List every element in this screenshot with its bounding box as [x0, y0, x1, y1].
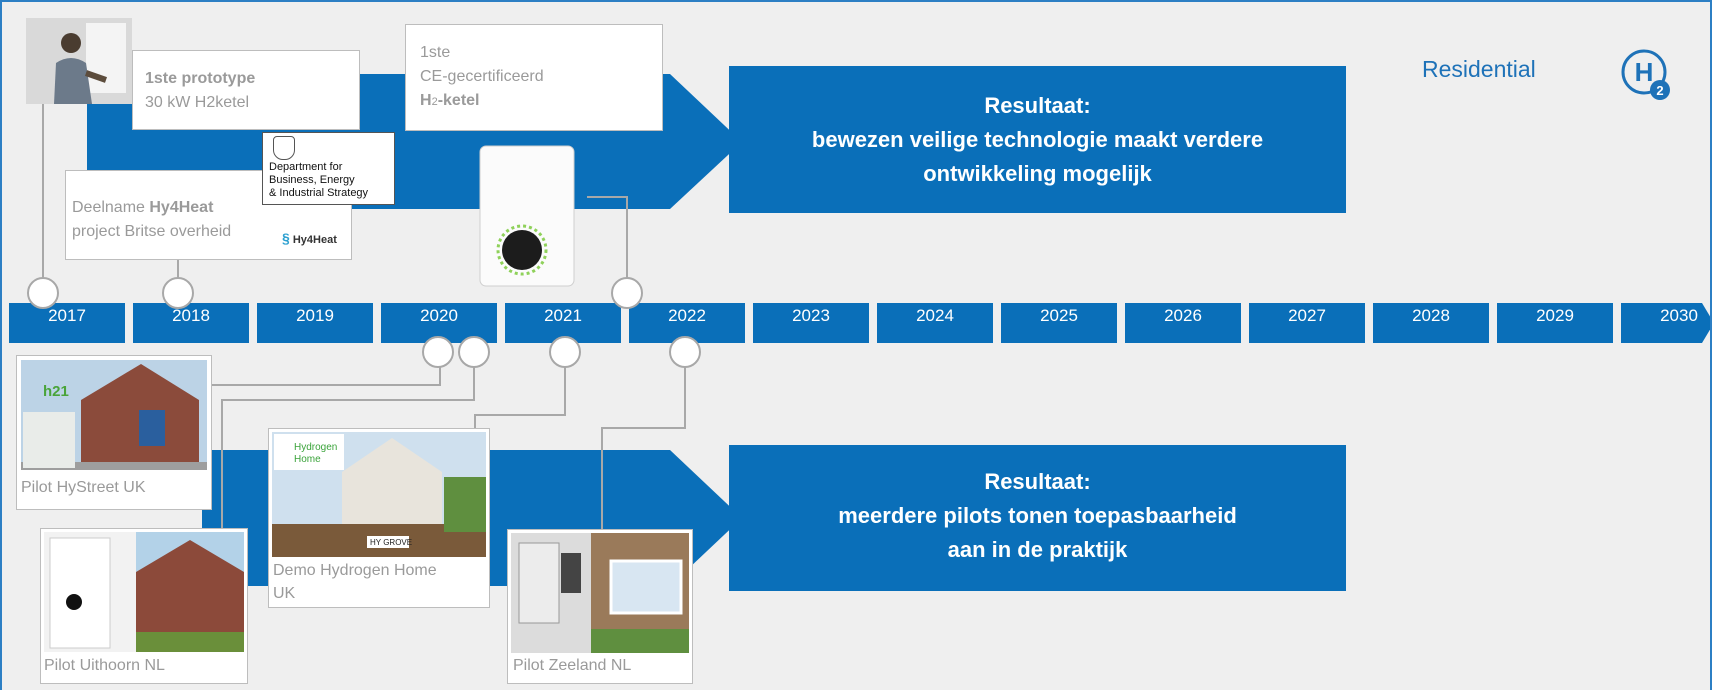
year-2025: 2025 — [1040, 306, 1078, 325]
hydrogen-home-logo-line1: Hydrogen — [294, 442, 337, 453]
hystreet-photo: h21 — [21, 360, 207, 470]
result-top-line3: ontwikkeling mogelijk — [923, 161, 1152, 186]
department-line3: & Industrial Strategy — [269, 187, 369, 199]
year-2021: 2021 — [544, 306, 582, 325]
hydrogen-home-caption-line1: Demo Hydrogen Home — [273, 562, 437, 579]
hydrogen-home-logo-line2: Home — [294, 454, 321, 465]
hy4heat-logo-icon: § — [282, 230, 290, 246]
year-2017: 2017 — [48, 306, 86, 325]
result-top-heading: Resultaat: — [984, 93, 1091, 118]
h2-boiler-image — [479, 145, 575, 287]
crest-icon — [273, 136, 295, 160]
zeeland-photo — [511, 533, 689, 653]
result-top-line2: bewezen veilige technologie maakt verder… — [811, 127, 1264, 152]
prototype-photo — [26, 18, 132, 104]
hydrogen-home-photo: Hydrogen Home HY GROVE — [272, 432, 486, 557]
svg-text:H: H — [1635, 57, 1654, 87]
h2-logo-icon: H 2 — [1621, 49, 1670, 100]
year-2023: 2023 — [792, 306, 830, 325]
result-bottom-line2: meerdere pilots tonen toepasbaarheid — [838, 503, 1237, 528]
hy4heat-line2: project Britse overheid — [72, 223, 232, 240]
year-2030: 2030 — [1660, 306, 1698, 325]
department-line1: Department for — [269, 161, 343, 173]
hy4heat-name: Hy4Heat — [149, 199, 214, 216]
prototype-card: 1ste prototype 30 kW H2ketel — [132, 50, 360, 130]
department-logo-card: Department for Business, Energy & Indust… — [262, 132, 395, 205]
hydrogen-home-caption-line2: UK — [273, 585, 296, 602]
svg-text:2: 2 — [1656, 83, 1663, 98]
prototype-title: 1ste prototype — [145, 70, 256, 87]
year-2020: 2020 — [420, 306, 458, 325]
result-top-box: Resultaat: bewezen veilige technologie m… — [729, 66, 1346, 213]
connector-lines — [42, 102, 686, 542]
hy4heat-logo: § Hy4Heat — [282, 230, 337, 246]
result-bottom-box: Resultaat: meerdere pilots tonen toepasb… — [729, 445, 1346, 591]
year-2019: 2019 — [296, 306, 334, 325]
year-2027: 2027 — [1288, 306, 1326, 325]
h21-logo-text: h21 — [43, 383, 69, 400]
year-2024: 2024 — [916, 306, 954, 325]
pilot-uithoorn-caption: Pilot Uithoorn NL — [44, 657, 165, 674]
pilot-hystreet-caption: Pilot HyStreet UK — [21, 479, 146, 496]
year-2022: 2022 — [668, 306, 706, 325]
department-line2: Business, Energy — [269, 174, 355, 186]
pilot-zeeland-card: Pilot Zeeland NL — [507, 529, 693, 684]
result-bottom-heading: Resultaat: — [984, 469, 1091, 494]
pilot-hystreet-card: h21 Pilot HyStreet UK — [16, 355, 212, 510]
prototype-subtitle: 30 kW H2ketel — [145, 94, 250, 111]
hy4heat-logo-text: Hy4Heat — [292, 234, 337, 246]
ce-certified-card: 1ste CE-gecertificeerd H2-ketel — [405, 24, 663, 131]
hy4heat-line1: Deelname Hy4Heat — [72, 199, 214, 216]
result-bottom-line3: aan in de praktijk — [947, 537, 1128, 562]
year-2026: 2026 — [1164, 306, 1202, 325]
year-2029: 2029 — [1536, 306, 1574, 325]
uithoorn-photo — [44, 532, 244, 652]
milestone-markers — [27, 277, 701, 368]
ce-line1: 1ste — [420, 44, 451, 61]
ce-line3: H2-ketel — [420, 92, 480, 109]
year-2028: 2028 — [1412, 306, 1450, 325]
segment-label: Residential — [1422, 56, 1536, 82]
pilot-zeeland-caption: Pilot Zeeland NL — [513, 657, 632, 674]
hy-grove-sign: HY GROVE — [370, 538, 412, 547]
year-2018: 2018 — [172, 306, 210, 325]
hydrogen-home-caption: Demo Hydrogen Home UK — [273, 559, 437, 605]
ce-line2: CE-gecertificeerd — [420, 68, 544, 85]
pilot-uithoorn-card: Pilot Uithoorn NL — [40, 528, 248, 684]
demo-hydrogen-home-card: Hydrogen Home HY GROVE Demo Hydrogen Hom… — [268, 428, 490, 608]
timeline-bar — [9, 303, 1710, 343]
